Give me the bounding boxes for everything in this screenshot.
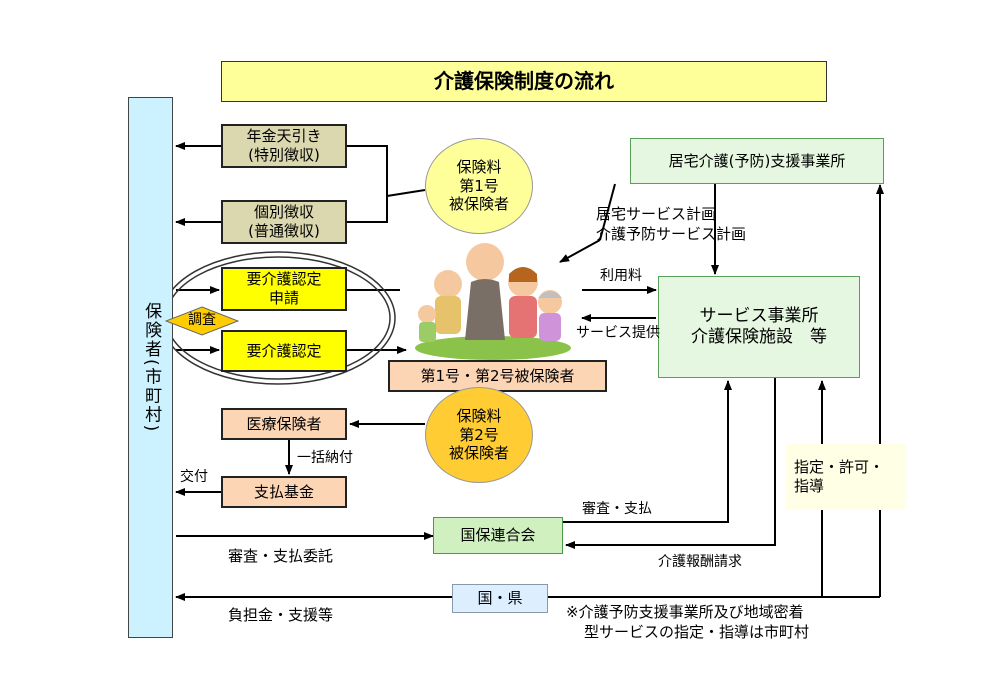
burden-support-label: 負担金・支援等	[228, 606, 334, 624]
review-payment-label: 審査・支払	[582, 501, 652, 517]
investigation-label: 調査	[188, 312, 216, 329]
care-application-box: 要介護認定 申請	[221, 267, 347, 311]
note-label: ※介護予防支援事業所及び地域密着 型サービスの指定・指導は市町村	[566, 603, 810, 641]
insured-persons-illustration	[415, 243, 571, 360]
premium-type1-oval: 保険料 第1号 被保険者	[425, 138, 533, 234]
arrow-providers-to-union	[565, 378, 776, 549]
insurer-label: 保険者(市町村)	[141, 301, 162, 434]
care-fee-claim-label: 介護報酬請求	[658, 554, 742, 570]
medical-insurer-box: 医療保険者	[221, 408, 347, 440]
service-providers-box: サービス事業所 介護保険施設 等	[658, 276, 860, 378]
national-health-union-box: 国保連合会	[433, 517, 563, 554]
premium1-bracket	[347, 145, 388, 223]
review-payment-commission-label: 審査・支払委託	[228, 547, 334, 565]
home-care-support-box: 居宅介護(予防)支援事業所	[630, 138, 884, 184]
premium1-link	[386, 189, 426, 197]
payment-fund-box: 支払基金	[221, 476, 347, 508]
insurer-box: 保険者(市町村)	[128, 97, 173, 638]
individual-collection-box: 個別徴収 (普通徴収)	[221, 200, 347, 244]
lump-sum-payment-label: 一括納付	[297, 450, 353, 466]
care-certification-box: 要介護認定	[221, 330, 347, 372]
usage-fee-label: 利用料	[600, 268, 642, 284]
pension-deduction-box: 年金天引き (特別徴収)	[221, 124, 347, 168]
care-plan-label: 居宅サービス計画 介護予防サービス計画	[596, 205, 747, 243]
investigation-diamond	[165, 306, 239, 336]
diagram-title: 介護保険制度の流れ	[221, 61, 827, 102]
state-prefecture-box: 国・県	[452, 584, 548, 613]
service-provision-label: サービス提供	[576, 325, 660, 341]
premium-type2-oval: 保険料 第2号 被保険者	[425, 387, 533, 483]
insured-persons-box: 第1号・第2号被保険者	[388, 360, 607, 392]
designation-guidance-box: 指定・許可・ 指導	[786, 444, 906, 510]
grant-label: 交付	[180, 469, 208, 485]
